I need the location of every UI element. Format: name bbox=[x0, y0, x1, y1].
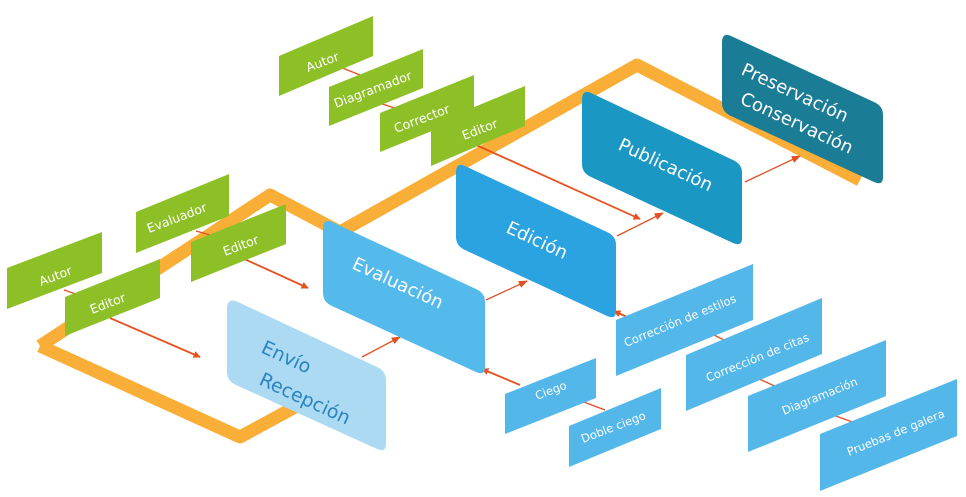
arrow-editor-publicacion bbox=[464, 139, 641, 220]
editing-tasks: Corrección de estilos Corrección de cita… bbox=[616, 264, 957, 491]
arrow-ciego-evaluacion bbox=[481, 368, 521, 386]
link-envio-evaluacion bbox=[361, 336, 401, 358]
link-edicion-publicacion bbox=[616, 212, 664, 237]
review-doble-ciego bbox=[569, 388, 661, 467]
role-diagramador bbox=[329, 49, 423, 126]
role-corrector bbox=[380, 75, 474, 152]
stage-preservacion: Preservación Conservación bbox=[722, 34, 883, 184]
review-ciego bbox=[505, 358, 596, 434]
arrow-editor-evaluacion bbox=[239, 256, 309, 289]
link-evaluacion-edicion bbox=[485, 280, 528, 301]
role-editor-evaluacion bbox=[191, 204, 286, 282]
stage-links bbox=[361, 155, 801, 358]
task-correccion-estilos bbox=[616, 264, 753, 376]
review-types: Ciego Doble ciego bbox=[505, 358, 661, 467]
role-evaluador bbox=[136, 174, 229, 253]
stage-publicacion: Publicación bbox=[582, 91, 742, 245]
role-group-evaluacion: Evaluador Editor bbox=[136, 174, 286, 282]
link-publicacion-preservacion bbox=[744, 155, 801, 183]
role-group-publicacion: Autor Diagramador Corrector Editor bbox=[279, 16, 525, 166]
role-group-envio: Autor Editor bbox=[7, 232, 160, 336]
arrow-editor-envio bbox=[109, 317, 201, 358]
role-editor-publicacion bbox=[431, 86, 525, 166]
task-correccion-citas bbox=[686, 298, 822, 411]
task-diagramacion bbox=[748, 340, 886, 452]
role-arrows bbox=[109, 139, 641, 386]
task-pruebas-galera bbox=[820, 379, 957, 491]
role-autor-envio bbox=[7, 232, 102, 309]
role-autor-publicacion bbox=[279, 16, 373, 96]
role-editor-envio bbox=[65, 259, 160, 336]
stage-edicion: Edición bbox=[456, 164, 616, 318]
